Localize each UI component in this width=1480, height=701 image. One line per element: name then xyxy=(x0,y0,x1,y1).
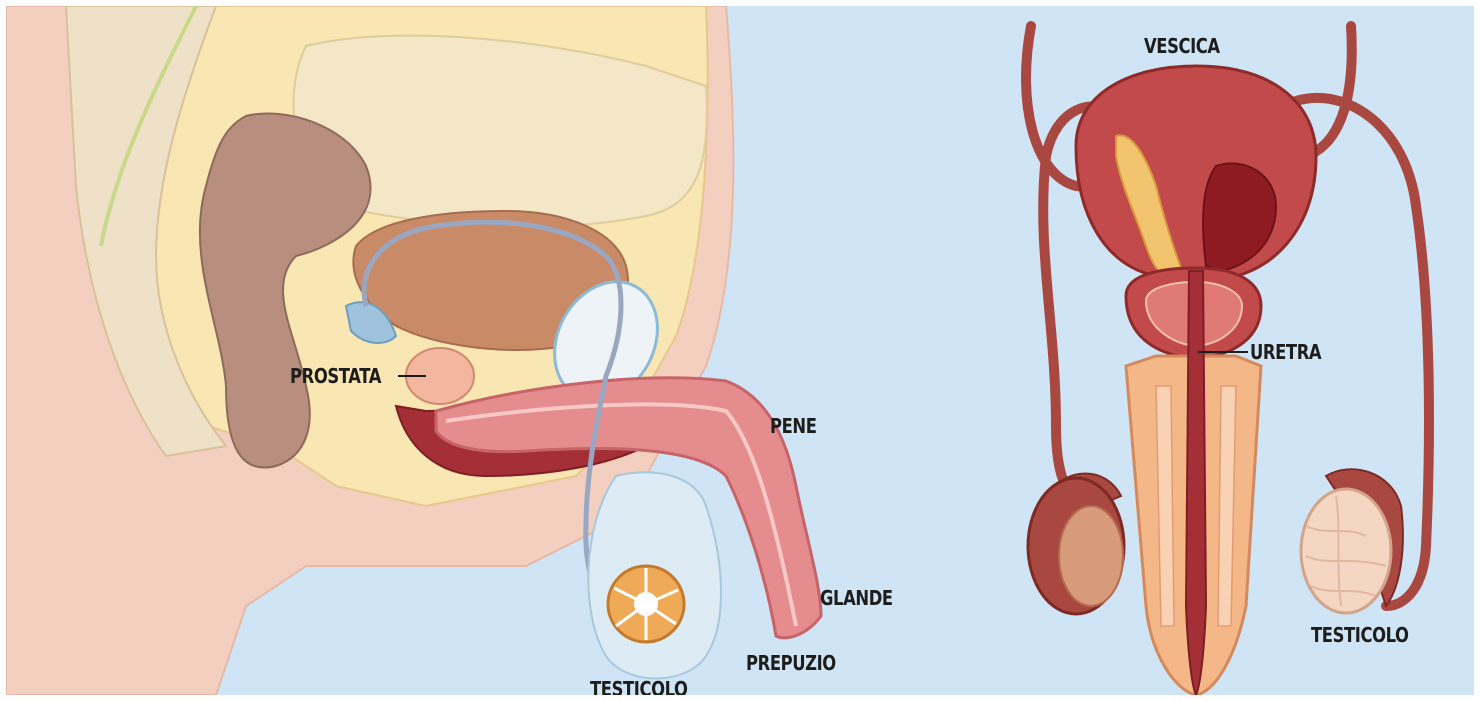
label-testicolo-right: TESTICOLO xyxy=(1311,623,1409,647)
testis-frontal-left-inner xyxy=(1059,506,1123,606)
diagram-panel: PROSTATA PENE GLANDE PREPUZIO TESTICOLO … xyxy=(6,6,1474,695)
label-prepuzio: PREPUZIO xyxy=(746,651,836,675)
label-prostata: PROSTATA xyxy=(290,364,381,388)
label-uretra: URETRA xyxy=(1250,340,1321,364)
testis-frontal-right xyxy=(1301,489,1391,613)
label-glande: GLANDE xyxy=(820,586,893,610)
bladder-frontal xyxy=(1076,66,1316,276)
label-pene: PENE xyxy=(770,414,817,438)
urethra-frontal xyxy=(1186,271,1206,695)
label-testicolo-left: TESTICOLO xyxy=(590,677,688,695)
label-vescica: VESCICA xyxy=(1144,34,1220,58)
